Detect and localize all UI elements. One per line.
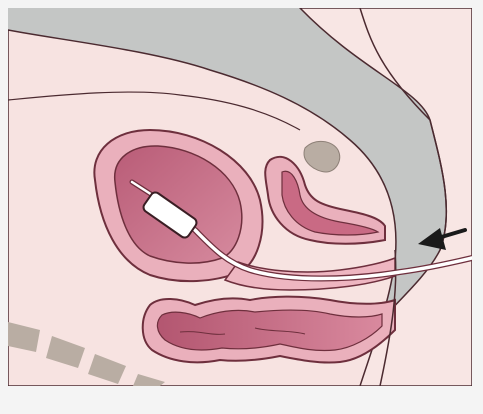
diagram-canvas — [0, 0, 483, 414]
medical-illustration — [0, 0, 483, 414]
